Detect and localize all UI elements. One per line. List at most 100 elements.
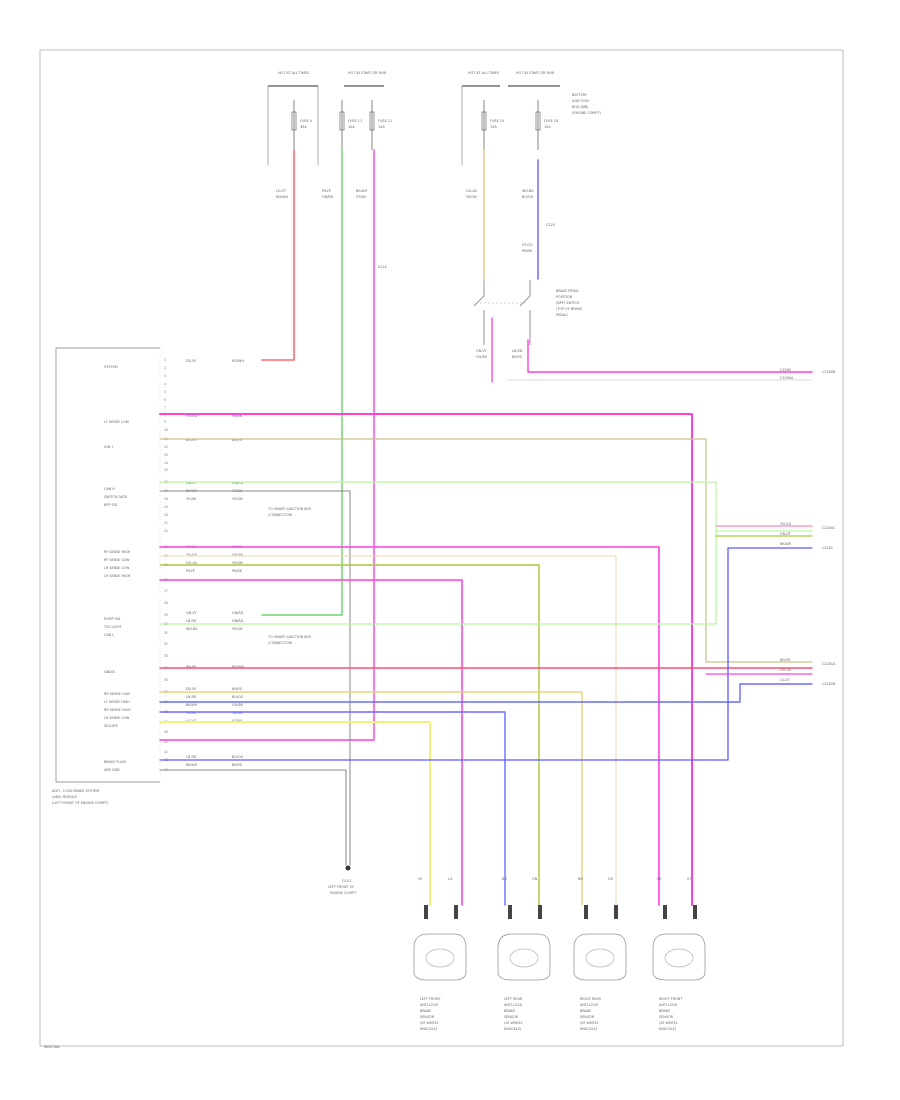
sensor-pin (663, 905, 667, 919)
pin-label: BRAKE FLUID (104, 760, 126, 764)
sensor-wire-label: YE (418, 877, 422, 881)
svg-text:GN-VT: GN-VT (186, 481, 198, 485)
svg-text:YE/GN: YE/GN (232, 497, 243, 501)
pin-number: 1 (164, 358, 166, 362)
wire-rr-low (159, 691, 583, 906)
svg-text:LG-VT: LG-VT (780, 678, 791, 682)
svg-text:WH-BK: WH-BK (186, 627, 198, 631)
pin-label: BPP SIG (104, 503, 118, 507)
top-wire-codes: LG-VT RD/WH PK-YE GN/RD BK-WH VT/BU OG-L… (276, 189, 555, 269)
wire-green (261, 149, 343, 616)
svg-text:BK-WH: BK-WH (356, 189, 368, 193)
svg-text:ENGINE COMPT: ENGINE COMPT (330, 891, 357, 895)
pin-label: RF SENSE HIGH (104, 550, 131, 554)
pin-number: 18 (164, 497, 168, 501)
svg-text:LEFT FRONT OF: LEFT FRONT OF (328, 885, 354, 889)
pin-label: ABS GND (104, 768, 120, 772)
pin-number: 15 (164, 468, 168, 472)
svg-text:BRAKE PEDAL: BRAKE PEDAL (556, 289, 579, 293)
fuse-name: FUSE 21 (378, 119, 392, 123)
fuse-feed-title: HOT AT ALL TIMES (468, 71, 499, 75)
fuse-name: FUSE 4 (300, 119, 312, 123)
wire-brake-fluid (159, 547, 813, 761)
wire-ign (159, 438, 813, 663)
wire-red (261, 149, 295, 361)
fuse-feed-title: HOT IN START OR RUN (348, 71, 386, 75)
sensor-ring (425, 948, 455, 968)
wire-rf-low (159, 555, 617, 906)
pin-number: 42 (164, 750, 168, 754)
svg-text:GN-VT: GN-VT (186, 611, 198, 615)
pin-number: 31 (164, 631, 168, 635)
svg-text:OG/BU: OG/BU (232, 703, 244, 707)
wire-lr-high (159, 579, 463, 906)
pin-label: LR SENSE LOW (104, 716, 130, 720)
sensor-label: ANTI-LOCK (580, 1003, 599, 1007)
svg-text:C2281A: C2281A (822, 662, 836, 666)
pin-number: 14 (164, 461, 168, 465)
svg-text:BK-WH: BK-WH (780, 542, 792, 546)
sensor-wire-label: PK (657, 877, 662, 881)
svg-text:C2281B: C2281B (822, 682, 836, 686)
fuse-amps: 30A (300, 125, 307, 129)
svg-text:TO SMART JUNCTION BOX: TO SMART JUNCTION BOX (267, 635, 312, 639)
sensor-label: BRAKE (420, 1009, 431, 1013)
pin-label: RR SENSE LOW (104, 692, 130, 696)
sensor-label: ANTI-LOCK (504, 1003, 523, 1007)
svg-text:POSITION: POSITION (556, 295, 573, 299)
sensor-label: (AT WHEEL (580, 1021, 599, 1025)
pin-label: IGN + (104, 445, 114, 449)
svg-text:BN-PK: BN-PK (186, 438, 197, 442)
pin-number: 32 (164, 642, 168, 646)
brake-pedal-switch: BRAKE PEDAL POSITION (BPP) SWITCH (TOP O… (473, 280, 582, 359)
svg-text:BU/OG: BU/OG (232, 755, 244, 759)
svg-text:GN/RD: GN/RD (232, 619, 244, 623)
pin-number: 40 (164, 730, 168, 734)
sensor-label: LEFT FRONT (420, 997, 442, 1001)
pin-label: SWITCH DATA (104, 495, 128, 499)
sensor-pin (614, 905, 618, 919)
sensor-body (497, 933, 551, 981)
svg-text:OG-LB: OG-LB (186, 561, 197, 565)
svg-text:PK/BK: PK/BK (522, 249, 533, 253)
pin-number: 35 (164, 678, 168, 682)
pin-number: 22 (164, 529, 168, 533)
pin-label: TCS LIGHT (103, 625, 123, 629)
svg-text:G101: G101 (342, 879, 351, 883)
wire-lr-sense (159, 721, 431, 906)
pin-number: 13 (164, 453, 168, 457)
svg-text:GN/RD: GN/RD (232, 611, 244, 615)
sensor-pin (538, 905, 542, 919)
svg-text:BN/YE: BN/YE (512, 355, 522, 359)
wire-rf-high (159, 546, 660, 906)
fuse-amps: 15A (490, 125, 497, 129)
svg-text:TN-OG: TN-OG (185, 414, 198, 418)
pin-number: 12 (164, 445, 168, 449)
sensor-label: KNUCKLE) (504, 1027, 522, 1031)
svg-text:TN-OG: TN-OG (779, 522, 792, 526)
svg-text:(ENGINE COMPT): (ENGINE COMPT) (572, 111, 601, 115)
svg-text:VT-OG: VT-OG (522, 243, 533, 247)
svg-text:YE/GN: YE/GN (232, 627, 243, 631)
sensor-pin (508, 905, 512, 919)
sensor-label: BRAKE (659, 1009, 670, 1013)
svg-text:C2280C: C2280C (822, 526, 836, 530)
page-code: W0074AL (44, 1045, 60, 1049)
svg-text:GN-VT: GN-VT (476, 349, 488, 353)
svg-text:OG/BU: OG/BU (232, 553, 244, 557)
sensor-label: SENSOR (420, 1015, 435, 1019)
sensor-label: (AT WHEEL (420, 1021, 439, 1025)
svg-text:BN-PK: BN-PK (186, 665, 197, 669)
svg-text:LB-RD: LB-RD (186, 695, 197, 699)
pin-label: RR SENSE HIGH (104, 708, 131, 712)
svg-text:DG-YE: DG-YE (186, 687, 196, 691)
sensor-wire-label: OG (608, 877, 614, 881)
sensor-wire-label: VT (687, 877, 692, 881)
sensor-ring (509, 948, 539, 968)
pin-label: LR SENSE LOW (104, 566, 130, 570)
svg-text:C2280A: C2280A (780, 376, 794, 380)
fuse-10: FUSE 10 15A (481, 100, 504, 150)
